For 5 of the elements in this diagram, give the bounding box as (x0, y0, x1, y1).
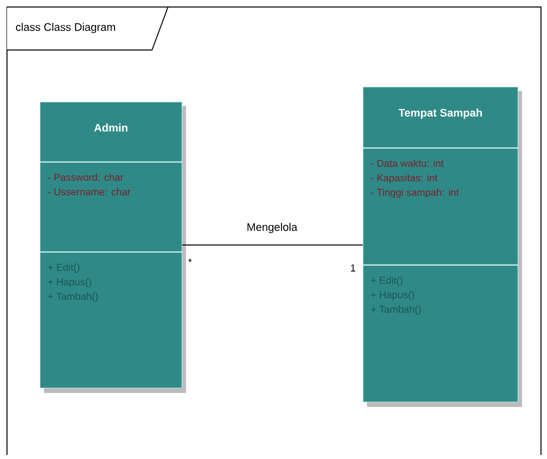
association-line (182, 244, 364, 246)
compartment: - Data waktu: int - Kapasitas: int - Tinggi sampah: int (363, 147, 518, 198)
edge-label: Mengelola (246, 222, 298, 234)
compartment: - Password: char - Ussername: char (40, 161, 182, 196)
frame-tab: class Class Diagram (6, 6, 169, 50)
